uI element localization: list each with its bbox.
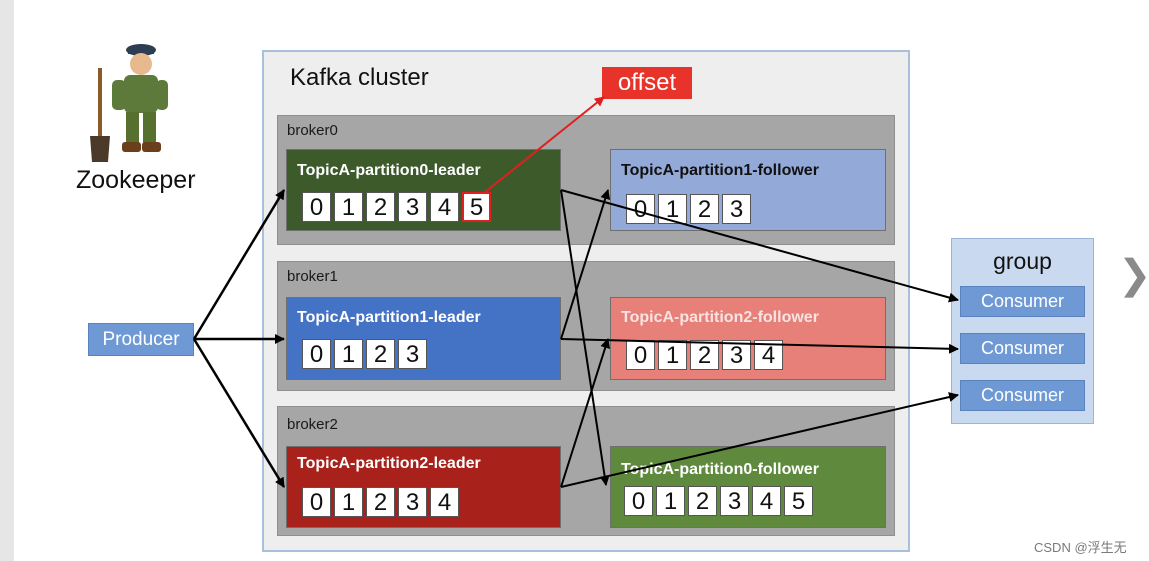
partition-title: TopicA-partition1-follower	[621, 162, 819, 179]
consumer-box: Consumer	[960, 286, 1085, 317]
log-cell: 0	[626, 340, 655, 370]
chevron-right-icon[interactable]: ❯	[1118, 253, 1149, 297]
log-cells: 0 1 2 3	[626, 194, 751, 224]
log-cells: 0 1 2 3 4 5	[302, 192, 491, 222]
zookeeper-figure	[84, 40, 174, 166]
log-cells: 0 1 2 3	[302, 339, 427, 369]
group-title: group	[993, 248, 1052, 274]
producer-box: Producer	[88, 323, 194, 356]
log-cell: 4	[754, 340, 783, 370]
log-cell: 2	[366, 487, 395, 517]
zookeeper-icon	[90, 44, 168, 162]
log-cell: 2	[690, 340, 719, 370]
log-cell: 3	[398, 192, 427, 222]
watermark: CSDN @浮生无	[1034, 540, 1127, 555]
log-cell: 1	[656, 486, 685, 516]
partition-title: TopicA-partition0-leader	[297, 162, 481, 179]
log-cell: 3	[398, 487, 427, 517]
log-cell: 3	[398, 339, 427, 369]
log-cell: 5	[784, 486, 813, 516]
log-cell: 4	[752, 486, 781, 516]
broker-label: broker0	[287, 122, 338, 139]
log-cell: 1	[658, 340, 687, 370]
broker-label: broker2	[287, 416, 338, 433]
partition-title: TopicA-partition2-follower	[621, 309, 819, 326]
log-cell: 1	[334, 339, 363, 369]
log-cells: 0 1 2 3 4	[302, 487, 459, 517]
partition-title: TopicA-partition2-leader	[297, 455, 481, 472]
log-cells: 0 1 2 3 4	[626, 340, 783, 370]
partition-title: TopicA-partition1-leader	[297, 309, 481, 326]
log-cell: 0	[302, 339, 331, 369]
log-cell: 1	[658, 194, 687, 224]
log-cell: 0	[624, 486, 653, 516]
log-cell: 3	[722, 340, 751, 370]
log-cell: 2	[366, 192, 395, 222]
left-edge-bar	[0, 0, 14, 561]
zookeeper-label: Zookeeper	[76, 166, 196, 194]
log-cell: 2	[690, 194, 719, 224]
consumer-box: Consumer	[960, 380, 1085, 411]
log-cell: 3	[722, 194, 751, 224]
log-cell: 0	[302, 192, 331, 222]
log-cell: 3	[720, 486, 749, 516]
broker-label: broker1	[287, 268, 338, 285]
consumer-box: Consumer	[960, 333, 1085, 364]
cluster-title: Kafka cluster	[290, 64, 429, 91]
log-cell: 4	[430, 487, 459, 517]
log-cells: 0 1 2 3 4 5	[624, 486, 813, 516]
partition-title: TopicA-partition0-follower	[621, 461, 819, 478]
log-cell: 1	[334, 192, 363, 222]
log-cell: 2	[688, 486, 717, 516]
log-cell: 4	[430, 192, 459, 222]
log-cell: 0	[626, 194, 655, 224]
log-cell: 2	[366, 339, 395, 369]
log-cell: 1	[334, 487, 363, 517]
log-cell: 0	[302, 487, 331, 517]
log-cell-offset: 5	[462, 192, 491, 222]
offset-label: offset	[602, 67, 692, 99]
